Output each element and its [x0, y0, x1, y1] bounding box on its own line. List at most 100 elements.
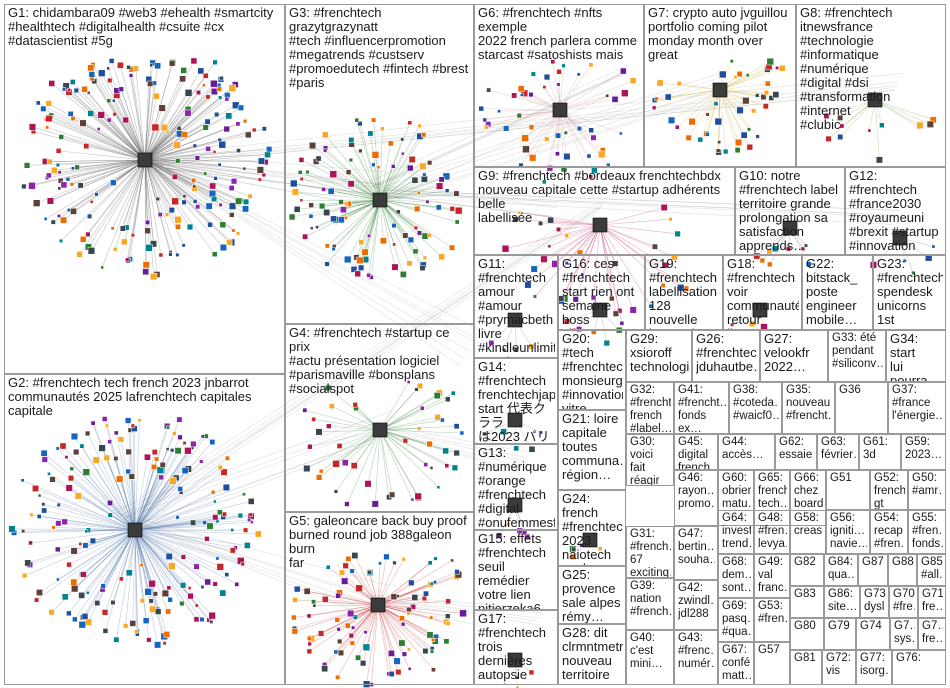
- group-label: G41: #frencht… fonds ex…: [678, 384, 726, 434]
- group-label: G87: [862, 556, 885, 569]
- group-box-g23: G23: #frenchtech spendesk unicorns 1st e…: [873, 255, 946, 330]
- group-label: G67: confé… matt…: [722, 644, 751, 683]
- group-label: G31: #french… 67 exciting…: [630, 528, 671, 578]
- group-label: G62: essaie…: [779, 436, 814, 462]
- group-box-g8: G8: #frenchtech itnewsfrance #technologi…: [796, 4, 946, 167]
- group-box-g58: G58: creas…: [790, 510, 826, 554]
- group-label: G68: dem… sont…: [722, 556, 751, 595]
- group-label: G77: isorg…: [860, 652, 889, 678]
- group-box-g44: G44: accès…: [718, 434, 775, 470]
- group-label: G61: 3d: [863, 436, 898, 462]
- group-label: G38: #coteda… #waicf0…: [733, 384, 779, 423]
- group-label: G37: #france l'énergie…: [892, 384, 943, 423]
- group-label: G28: dit clrmntmetr… nouveau territoire: [562, 626, 623, 682]
- group-label: G36: [839, 384, 885, 397]
- group-label: G47: bertin… souha…: [678, 528, 715, 567]
- group-box-g37: G37: #france l'énergie…: [888, 382, 946, 434]
- group-box-g73: G73: dysl…: [860, 586, 889, 618]
- group-box-g88: G88: [888, 554, 917, 586]
- group-label: G72: vis: [826, 652, 853, 678]
- group-label: G84: qua…: [828, 556, 855, 582]
- group-label: G2: #frenchtech tech french 2023 jnbarro…: [8, 376, 282, 418]
- group-box-g6: G6: #frenchtech #nfts exemple 2022 frenc…: [474, 4, 644, 167]
- group-label: G20: #tech #frenchtech monsieurg… #innov…: [562, 332, 623, 410]
- group-label: G5: galeoncare back buy proof burned rou…: [289, 514, 471, 570]
- group-label: G85: #all…: [921, 556, 943, 582]
- group-box-g70: G70: #fre…: [889, 586, 918, 618]
- group-label: G58: creas…: [794, 512, 823, 538]
- group-box-g87: G87: [858, 554, 888, 586]
- group-box-g68: G68: dem… sont…: [718, 554, 754, 598]
- group-box-g11: G11: #frenchtech amour #amour #prymacbet…: [474, 255, 558, 358]
- group-label: G34: start lui pourra concept…: [890, 332, 943, 382]
- group-label: G17: #frenchtech trois dernières autopsi…: [478, 612, 555, 685]
- group-box-g52: G52: french gt know…: [870, 470, 908, 510]
- group-box-g10: G10: notre #frenchtech label territoire …: [735, 167, 845, 255]
- group-label: G44: accès…: [722, 436, 772, 462]
- group-box-g48: G48: #fren… levya…: [754, 510, 790, 554]
- group-label: G29: xsioroff technologi…: [630, 332, 689, 374]
- group-box-g1: G1: chidambara09 #web3 #ehealth #smartci…: [4, 4, 285, 374]
- group-box-g35: G35: nouveau #frencht…: [782, 382, 835, 434]
- group-label: G9: #frenchtech #bordeaux frenchtechbdx …: [478, 169, 732, 225]
- group-box-g80: G80: [790, 618, 824, 650]
- group-label: G81: [794, 652, 819, 665]
- group-box-g82: G82: [790, 554, 824, 586]
- group-label: G3: #frenchtech grazytgrazynatt #tech #i…: [289, 6, 471, 90]
- group-label: G51: [830, 472, 867, 485]
- group-box-g34: G34: start lui pourra concept…: [886, 330, 946, 382]
- group-box-g3: G3: #frenchtech grazytgrazynatt #tech #i…: [285, 4, 474, 324]
- group-box-g4: G4: #frenchtech #startup ce prix #actu p…: [285, 324, 474, 512]
- group-label: G11: #frenchtech amour #amour #prymacbet…: [478, 257, 555, 358]
- group-box-g39: G39: nation #french…: [626, 578, 674, 630]
- group-label: G82: [794, 556, 821, 569]
- group-label: G7… fre…: [922, 620, 943, 646]
- group-label: G49: val franc…: [758, 556, 787, 595]
- group-box-g55: G55: #fren… fonds…: [908, 510, 946, 554]
- group-box-g26: G26: #frenchtech jduhautbe…: [692, 330, 760, 382]
- group-label: G74: [860, 620, 887, 633]
- group-box-g47: G47: bertin… souha…: [674, 526, 718, 580]
- group-label: G65: french tech…: [758, 472, 787, 511]
- group-label: G33: été pendant #siliconv…: [832, 332, 883, 371]
- group-box-g83: G83: [790, 586, 824, 618]
- group-label: G18: #frenchtech voir communautés retour…: [727, 257, 799, 330]
- group-box-g86: G86: site…: [824, 586, 860, 618]
- group-label: G73: dysl…: [864, 588, 886, 614]
- group-label: G79: [828, 620, 853, 633]
- group-label: G12: #frenchtech #france2030 #royaumeuni…: [849, 169, 943, 255]
- group-box-g57: G57: [754, 642, 790, 685]
- group-box-g2: G2: #frenchtech tech french 2023 jnbarro…: [4, 374, 285, 685]
- group-label: G40: c'est mini…: [630, 632, 671, 671]
- group-box-g81: G81: [790, 650, 822, 685]
- group-box-g7: G7: crypto auto jvguillou portfolio comi…: [644, 4, 796, 167]
- group-box-g13: G13: #numérique #orange #frenchtech #dig…: [474, 444, 558, 530]
- group-label: G32: #frenchtech french #label…: [630, 384, 671, 434]
- group-label: G52: french gt know…: [874, 472, 905, 510]
- group-box-g63: G63: février…: [817, 434, 859, 470]
- group-box-g77: G77: isorg…: [856, 650, 892, 685]
- group-box-g54: G54: recap #fren…: [870, 510, 908, 554]
- group-box-g28: G28: dit clrmntmetr… nouveau territoire: [558, 624, 626, 685]
- group-box-g21: G21: loire capitale toutes communa… régi…: [558, 410, 626, 490]
- group-box-g16: G16: ces #frenchtech start rien ont sema…: [558, 255, 645, 330]
- group-label: G60: obrien matu…: [722, 472, 751, 511]
- group-box-g25: G25: provence sale alpes rémy…: [558, 566, 626, 624]
- group-box-g17: G17: #frenchtech trois dernières autopsi…: [474, 610, 558, 685]
- group-box-g42: G42: zwindl… jdl288: [674, 580, 718, 630]
- group-box-g85: G85: #all…: [917, 554, 946, 586]
- group-label: G63: février…: [821, 436, 856, 462]
- group-box-g51: G51: [826, 470, 870, 510]
- group-box-g84: G84: qua…: [824, 554, 858, 586]
- group-box-g5: G5: galeoncare back buy proof burned rou…: [285, 512, 474, 685]
- group-label: G25: provence sale alpes rémy…: [562, 568, 623, 624]
- group-label: G27: velookfr 2022…: [764, 332, 825, 374]
- group-label: G54: recap #fren…: [874, 512, 905, 551]
- group-box-g45: G45: digital french…: [674, 434, 718, 470]
- group-label: G55: #fren… fonds…: [912, 512, 943, 551]
- group-box-g61: G61: 3d: [859, 434, 901, 470]
- group-box-g75: G7… sys…: [890, 618, 918, 650]
- group-label: G7: crypto auto jvguillou portfolio comi…: [648, 6, 793, 62]
- group-box-g12: G12: #frenchtech #france2030 #royaumeuni…: [845, 167, 946, 255]
